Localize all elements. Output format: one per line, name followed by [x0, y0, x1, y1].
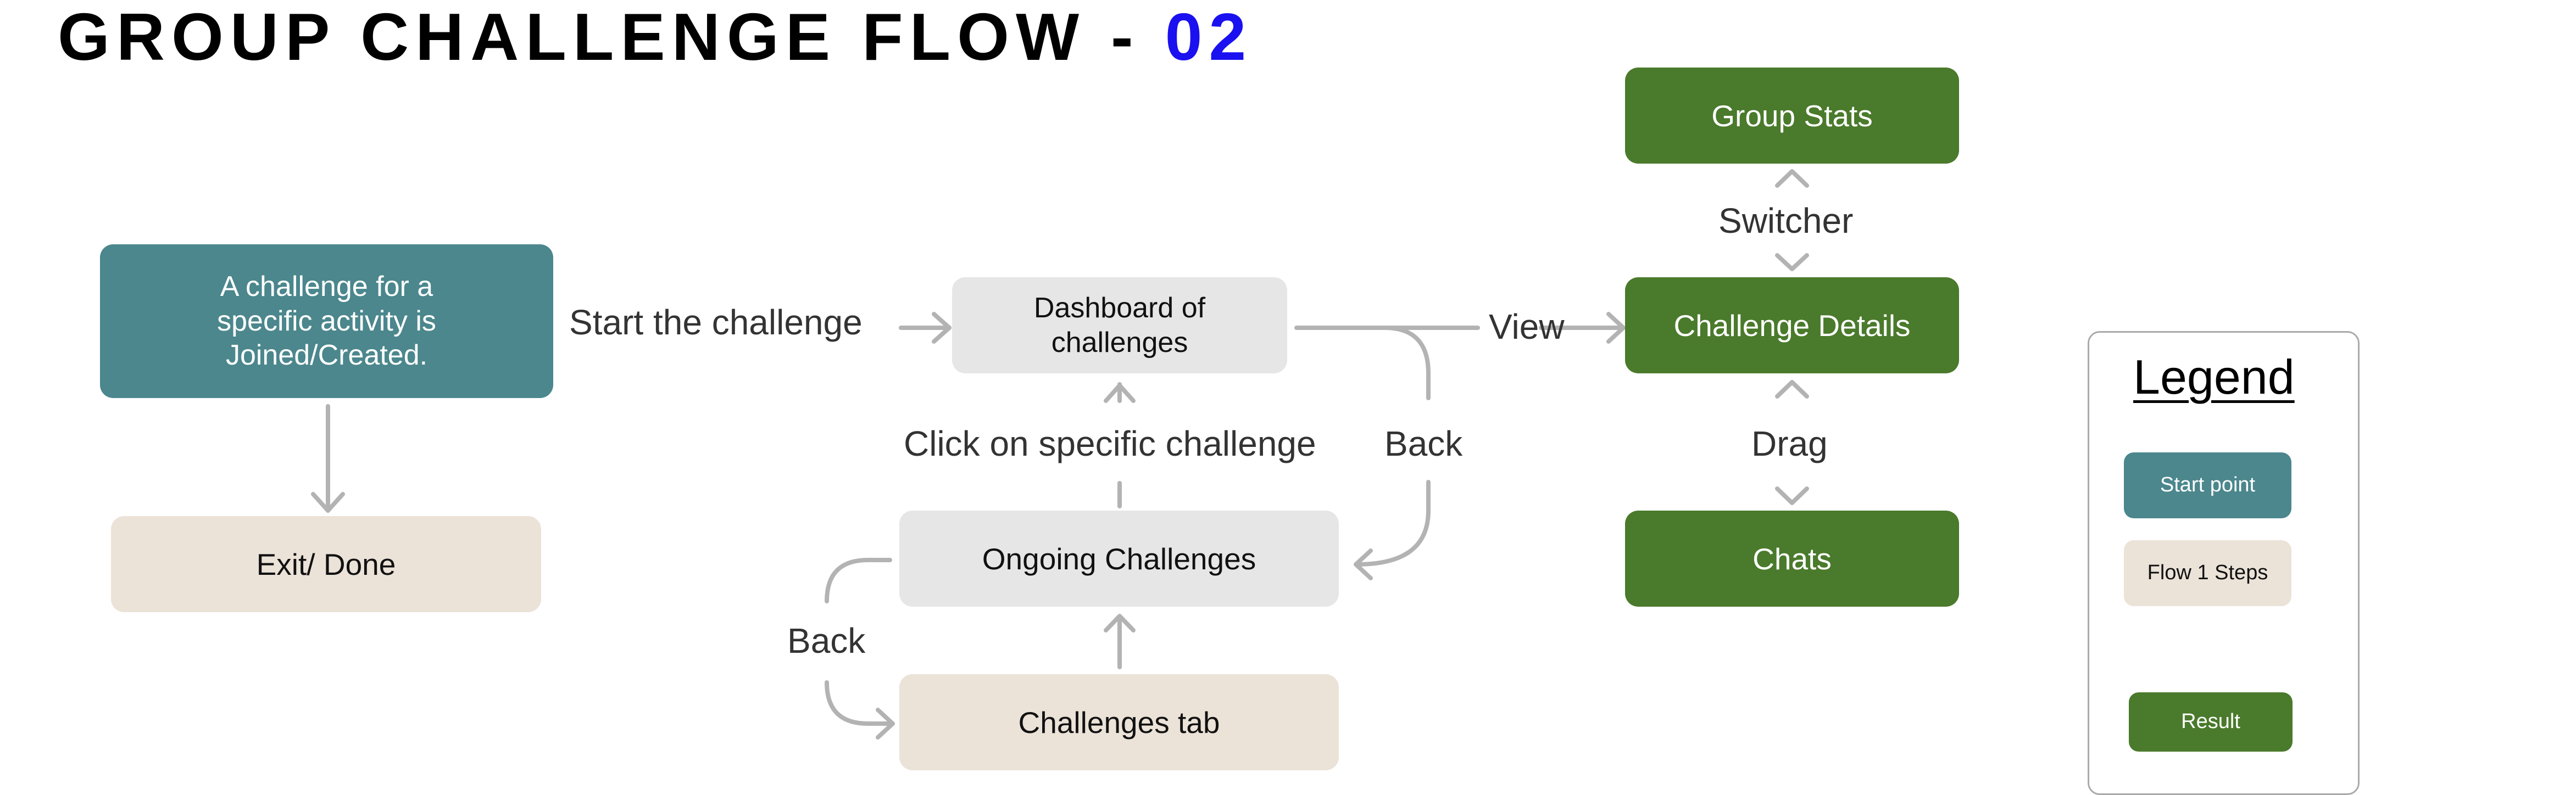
dashboard-node: Dashboard of challenges [952, 277, 1287, 373]
challenges-tab-node-label: Challenges tab [1018, 705, 1220, 740]
connector-back-left-lower [825, 680, 895, 726]
connector-back-to-ongoing-upper [1382, 326, 1431, 400]
title-text: GROUP CHALLENGE FLOW - [58, 0, 1165, 74]
chats-node: Chats [1625, 511, 1959, 607]
legend-result: Result [2129, 692, 2293, 752]
arrowhead-details [1606, 312, 1626, 344]
connector-back-left-upper [825, 558, 892, 603]
legend-title: Legend [2133, 350, 2295, 404]
arrowhead-exit [311, 492, 345, 513]
title-number: 02 [1165, 0, 1253, 74]
edge-label-back-right: Back [1384, 424, 1463, 463]
chevron-down-drag [1775, 486, 1809, 505]
edge-label-start-the-challenge: Start the challenge [569, 303, 863, 342]
edge-label-switcher: Switcher [1718, 201, 1854, 240]
chats-node-label: Chats [1752, 541, 1832, 576]
challenge-details-node-label: Challenge Details [1673, 308, 1911, 343]
page-title: GROUP CHALLENGE FLOW - 02 [58, 0, 1253, 74]
legend-start-point-label: Start point [2160, 473, 2256, 497]
edge-label-back-left: Back [787, 621, 866, 660]
edge-label-drag: Drag [1751, 424, 1828, 463]
arrowhead-challenges-tab [876, 708, 895, 740]
ongoing-node: Ongoing Challenges [899, 511, 1339, 607]
arrowhead-dashboard [932, 312, 952, 344]
legend-panel: Legend Start point Flow 1 Steps Result [2088, 331, 2360, 795]
ongoing-node-label: Ongoing Challenges [982, 541, 1256, 576]
arrowhead-dashboard-up [1104, 383, 1136, 403]
legend-result-label: Result [2181, 710, 2240, 734]
challenge-details-node: Challenge Details [1625, 277, 1959, 373]
arrowhead-ongoing [1354, 548, 1373, 580]
chevron-down-switcher [1775, 253, 1809, 271]
chevron-up-switcher [1775, 169, 1809, 188]
chevron-up-drag [1775, 380, 1809, 399]
legend-start-point: Start point [2124, 452, 2291, 518]
exit-node: Exit/ Done [111, 516, 541, 612]
group-stats-node: Group Stats [1625, 68, 1959, 164]
edge-label-view: View [1489, 307, 1565, 346]
start-node: A challenge for a specific activity is J… [100, 244, 553, 398]
dashboard-node-label: Dashboard of challenges [1033, 292, 1206, 359]
challenges-tab-node: Challenges tab [899, 674, 1339, 770]
legend-flow-steps: Flow 1 Steps [2124, 540, 2291, 606]
connector-back-to-ongoing-lower [1355, 480, 1431, 567]
exit-node-label: Exit/ Done [256, 547, 396, 581]
start-node-label: A challenge for a specific activity is J… [217, 271, 436, 372]
legend-flow-steps-label: Flow 1 Steps [2147, 561, 2268, 585]
arrowhead-ongoing-up [1104, 614, 1136, 632]
edge-label-click-specific: Click on specific challenge [904, 424, 1316, 463]
group-stats-node-label: Group Stats [1711, 98, 1873, 133]
